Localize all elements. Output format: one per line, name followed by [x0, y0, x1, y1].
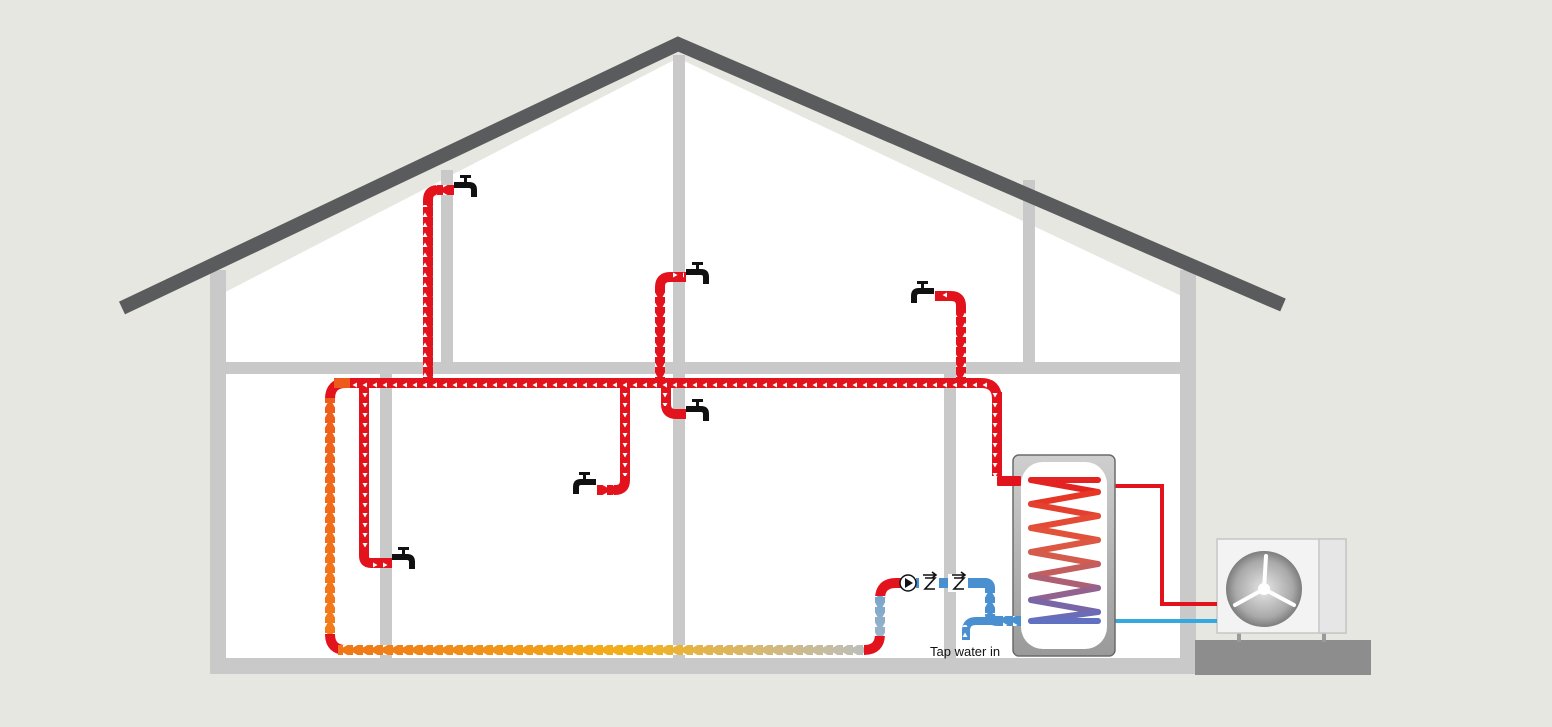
check-valve-icon [952, 571, 967, 590]
house-walls [210, 55, 1196, 674]
heat-pump-unit [1195, 538, 1371, 675]
circulation-return [899, 571, 1021, 640]
storage-tank [1012, 454, 1116, 657]
branch-pipe [597, 388, 630, 495]
heat-pump-flow-pipe [1100, 484, 1217, 606]
roof [118, 36, 1286, 315]
heat-pump-base [1195, 640, 1371, 675]
tank-heat-coil [1028, 477, 1101, 624]
check-valve-icon [923, 571, 938, 590]
tap-water-in-label: Tap water in [930, 644, 1000, 659]
hot-water-pipes [325, 175, 1021, 655]
